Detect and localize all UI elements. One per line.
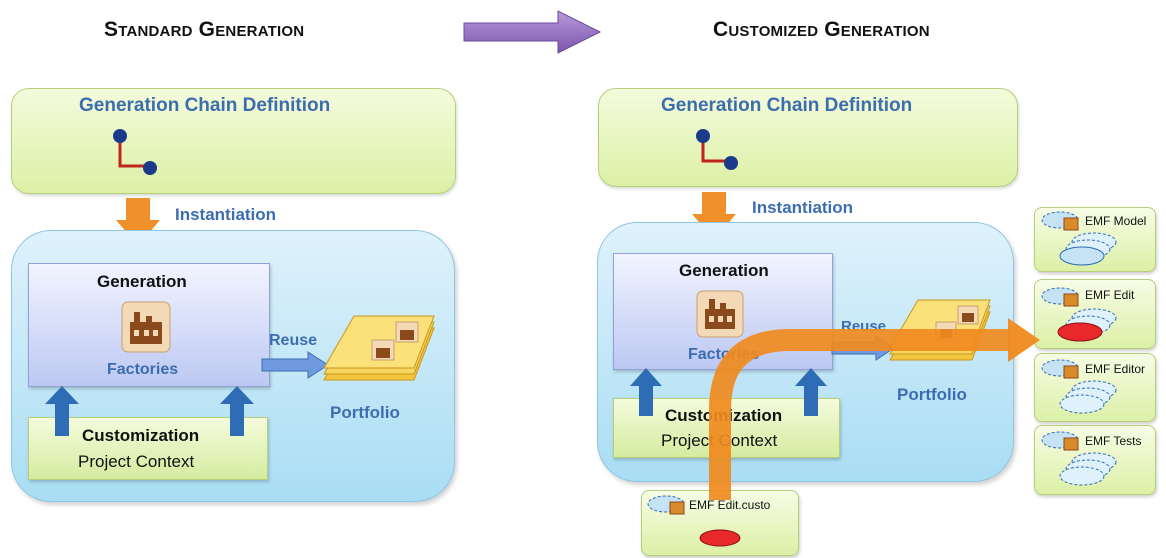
left-customization-label: Customization xyxy=(82,426,200,445)
emf-edit-custo-label: EMF Edit.custo xyxy=(689,498,771,512)
emf-edit-custo-icon xyxy=(647,495,741,547)
right-chain-link-icon xyxy=(696,129,738,170)
right-up-arrow-1 xyxy=(630,368,662,416)
right-factory-icon xyxy=(696,290,744,338)
right-generation-label: Generation xyxy=(679,261,769,280)
emf-editor-icon xyxy=(1041,359,1117,414)
left-instantiation-label: Instantiation xyxy=(175,205,277,224)
right-instantiation-arrow xyxy=(692,192,736,240)
right-up-arrow-2 xyxy=(795,368,827,416)
customized-generation-heading: Customized Generation xyxy=(713,18,930,41)
left-factory-icon xyxy=(121,301,171,353)
left-reuse-arrow xyxy=(261,351,329,379)
left-chain-link-icon xyxy=(113,129,157,175)
left-up-arrow-2 xyxy=(220,386,254,436)
transition-arrow xyxy=(463,10,602,54)
left-portfolio-icon xyxy=(323,315,435,381)
left-generation-label: Generation xyxy=(97,272,187,291)
standard-generation-heading: Standard Generation xyxy=(104,18,305,41)
right-chain-definition-title: Generation Chain Definition xyxy=(661,95,913,116)
emf-model-label: EMF Model xyxy=(1085,214,1147,228)
emf-edit-icon xyxy=(1041,287,1117,342)
emf-editor-label: EMF Editor xyxy=(1085,362,1146,376)
right-chain-definition-box xyxy=(598,88,1018,187)
left-factories-label: Factories xyxy=(107,361,179,378)
right-portfolio-label: Portfolio xyxy=(897,385,967,404)
emf-model-icon xyxy=(1041,211,1117,266)
left-project-context-label: Project Context xyxy=(78,452,195,471)
left-portfolio-label: Portfolio xyxy=(330,403,400,422)
right-instantiation-label: Instantiation xyxy=(752,198,854,217)
left-up-arrow-1 xyxy=(45,386,79,436)
emf-tests-label: EMF Tests xyxy=(1085,434,1142,448)
left-chain-definition-title: Generation Chain Definition xyxy=(79,95,331,116)
emf-edit-label: EMF Edit xyxy=(1085,288,1135,302)
customization-flow-arrow xyxy=(709,318,1040,500)
left-chain-definition-box xyxy=(11,88,456,194)
emf-tests-icon xyxy=(1041,431,1117,486)
left-reuse-label: Reuse xyxy=(269,332,318,349)
left-instantiation-arrow xyxy=(116,198,160,246)
